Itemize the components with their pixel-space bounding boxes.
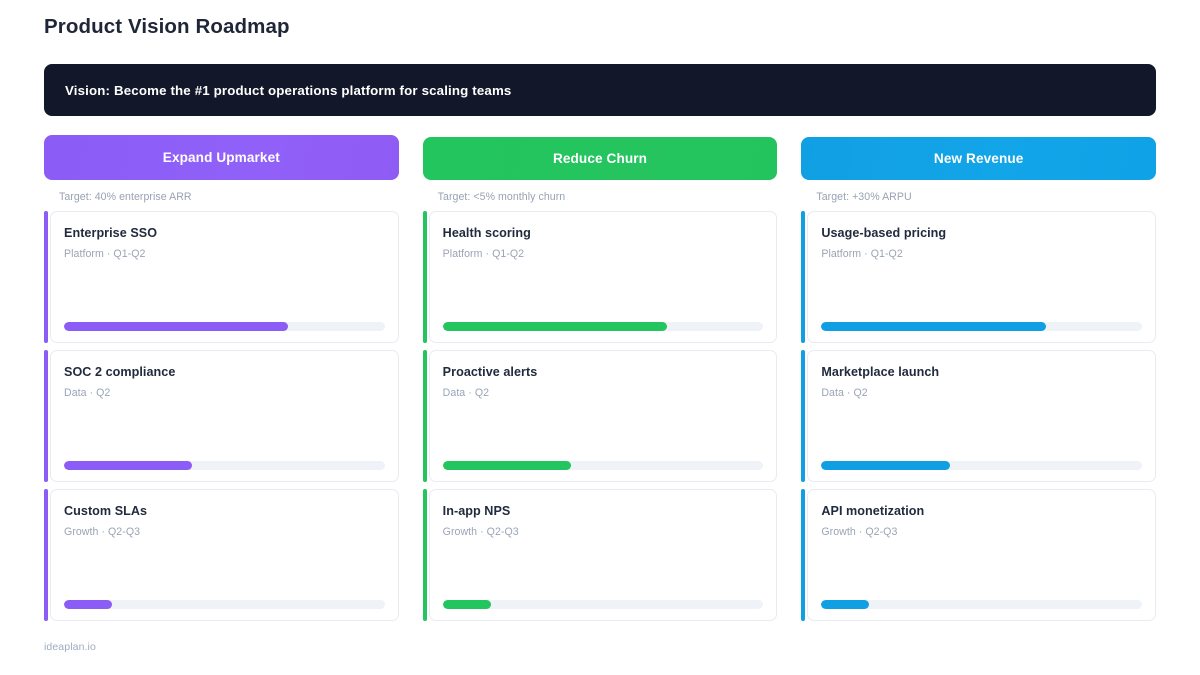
card-progress-fill <box>821 600 870 609</box>
column-reduce-churn: Reduce Churn Target: <5% monthly churn H… <box>422 135 778 621</box>
vision-statement: Vision: Become the #1 product operations… <box>65 82 512 98</box>
card-progress-track <box>64 461 385 470</box>
card-accent-bar <box>422 350 427 482</box>
card-meta: Platform · Q1-Q2 <box>442 248 525 260</box>
card-list-new-revenue: Usage-based pricing Platform · Q1-Q2 Mar… <box>801 211 1157 621</box>
card-meta: Growth · Q2-Q3 <box>64 526 141 538</box>
card-list-expand-upmarket: Enterprise SSO Platform · Q1-Q2 SOC 2 co… <box>44 211 399 621</box>
roadmap-card[interactable]: Custom SLAs Growth · Q2-Q3 <box>44 489 399 621</box>
roadmap-card[interactable]: API monetization Growth · Q2-Q3 <box>801 489 1157 621</box>
card-progress-track <box>821 322 1143 331</box>
card-progress-track <box>442 322 764 331</box>
card-accent-bar <box>422 489 427 621</box>
card-body[interactable]: Custom SLAs Growth · Q2-Q3 <box>50 489 399 621</box>
card-title: Marketplace launch <box>821 365 940 379</box>
card-body[interactable]: API monetization Growth · Q2-Q3 <box>807 489 1157 621</box>
card-accent-bar <box>44 211 48 343</box>
vision-banner: Vision: Become the #1 product operations… <box>44 64 1156 116</box>
card-meta: Growth · Q2-Q3 <box>442 526 519 538</box>
footer-brand: ideaplan.io <box>44 641 96 653</box>
column-header-new-revenue[interactable]: New Revenue <box>801 137 1157 180</box>
card-progress-fill <box>64 600 113 609</box>
card-title: API monetization <box>821 504 925 518</box>
card-accent-bar <box>801 211 806 343</box>
card-progress-fill <box>821 322 1046 331</box>
card-body[interactable]: Marketplace launch Data · Q2 <box>807 350 1157 482</box>
card-accent-bar <box>801 350 806 482</box>
card-body[interactable]: Usage-based pricing Platform · Q1-Q2 <box>807 211 1157 343</box>
roadmap-card[interactable]: Proactive alerts Data · Q2 <box>422 350 778 482</box>
card-body[interactable]: Enterprise SSO Platform · Q1-Q2 <box>50 211 399 343</box>
card-accent-bar <box>44 350 48 482</box>
roadmap-card[interactable]: SOC 2 compliance Data · Q2 <box>44 350 399 482</box>
roadmap-card[interactable]: Enterprise SSO Platform · Q1-Q2 <box>44 211 399 343</box>
card-progress-fill <box>64 461 193 470</box>
card-progress-track <box>821 600 1143 609</box>
column-target-reduce-churn: Target: <5% monthly churn <box>437 191 566 203</box>
roadmap-board: Expand Upmarket Target: 40% enterprise A… <box>44 135 1157 621</box>
card-progress-track <box>64 322 385 331</box>
card-body[interactable]: In-app NPS Growth · Q2-Q3 <box>428 489 778 621</box>
card-title: In-app NPS <box>442 504 511 518</box>
card-accent-bar <box>422 211 427 343</box>
card-meta: Platform · Q1-Q2 <box>64 248 146 260</box>
card-progress-fill <box>442 600 491 609</box>
card-progress-track <box>64 600 385 609</box>
page-title: Product Vision Roadmap <box>44 15 290 38</box>
column-header-expand-upmarket[interactable]: Expand Upmarket <box>44 135 399 180</box>
card-meta: Data · Q2 <box>442 387 490 399</box>
column-header-reduce-churn[interactable]: Reduce Churn <box>422 137 778 180</box>
roadmap-card[interactable]: Health scoring Platform · Q1-Q2 <box>422 211 778 343</box>
card-progress-fill <box>821 461 950 470</box>
card-progress-fill <box>442 322 668 331</box>
column-expand-upmarket: Expand Upmarket Target: 40% enterprise A… <box>44 135 399 621</box>
card-title: Enterprise SSO <box>64 226 158 240</box>
column-target-new-revenue: Target: +30% ARPU <box>816 191 912 203</box>
column-target-expand-upmarket: Target: 40% enterprise ARR <box>59 191 192 203</box>
roadmap-card[interactable]: Marketplace launch Data · Q2 <box>801 350 1157 482</box>
card-meta: Platform · Q1-Q2 <box>821 248 903 260</box>
card-body[interactable]: SOC 2 compliance Data · Q2 <box>50 350 399 482</box>
card-title: SOC 2 compliance <box>64 365 176 379</box>
card-progress-fill <box>64 322 289 331</box>
card-meta: Data · Q2 <box>64 387 111 399</box>
card-progress-track <box>442 600 764 609</box>
roadmap-card[interactable]: Usage-based pricing Platform · Q1-Q2 <box>801 211 1157 343</box>
card-list-reduce-churn: Health scoring Platform · Q1-Q2 Proactiv… <box>422 211 778 621</box>
roadmap-card[interactable]: In-app NPS Growth · Q2-Q3 <box>422 489 778 621</box>
card-progress-fill <box>442 461 571 470</box>
card-progress-track <box>442 461 764 470</box>
column-new-revenue: New Revenue Target: +30% ARPU Usage-base… <box>801 135 1157 621</box>
card-title: Custom SLAs <box>64 504 148 518</box>
card-meta: Growth · Q2-Q3 <box>821 526 898 538</box>
card-body[interactable]: Proactive alerts Data · Q2 <box>428 350 778 482</box>
card-progress-track <box>821 461 1143 470</box>
card-body[interactable]: Health scoring Platform · Q1-Q2 <box>428 211 778 343</box>
card-title: Proactive alerts <box>442 365 538 379</box>
card-accent-bar <box>44 489 48 621</box>
card-title: Usage-based pricing <box>821 226 947 240</box>
card-accent-bar <box>801 489 806 621</box>
card-title: Health scoring <box>442 226 531 240</box>
card-meta: Data · Q2 <box>821 387 868 399</box>
